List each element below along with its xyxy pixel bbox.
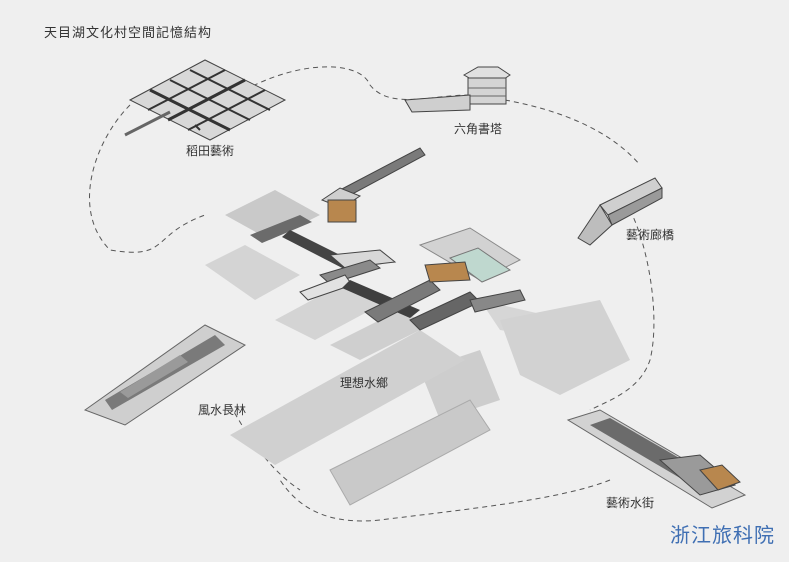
diagram-title: 天目湖文化村空間記憶結构 xyxy=(44,26,213,41)
label-rice-field-art: 稻田藝術 xyxy=(186,144,235,158)
fengshui-forest-model xyxy=(83,324,246,426)
dashed-route xyxy=(89,66,655,522)
rice-field-art-grid xyxy=(124,59,287,141)
hexagonal-book-tower-model xyxy=(404,66,511,113)
watermark-logo-text: 浙江旅科院 xyxy=(670,523,775,547)
label-art-corridor-bridge: 藝術廊橋 xyxy=(626,228,675,242)
art-water-street-model xyxy=(566,409,747,509)
art-corridor-bridge-model xyxy=(577,177,663,246)
label-fengshui-forest: 風水長林 xyxy=(198,403,247,417)
label-hexagonal-book-tower: 六角書塔 xyxy=(454,122,503,136)
ideal-water-village-model xyxy=(205,147,630,506)
label-art-water-street: 藝術水街 xyxy=(606,496,655,510)
label-ideal-water-village: 理想水鄉 xyxy=(340,376,389,390)
